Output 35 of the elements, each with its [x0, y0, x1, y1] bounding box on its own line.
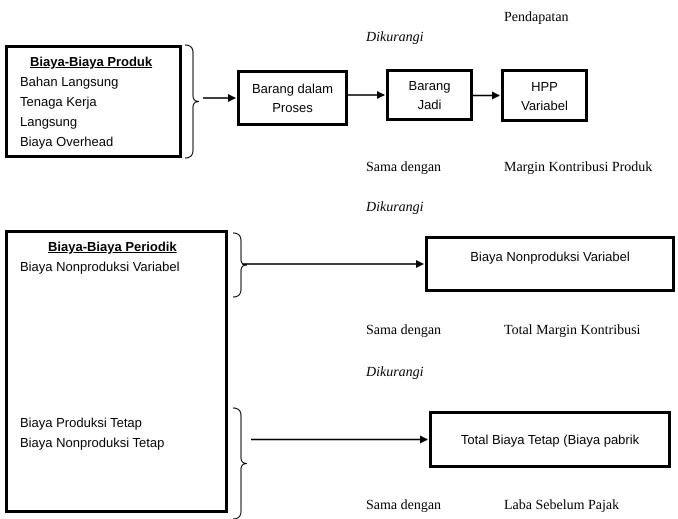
process-box [386, 69, 473, 121]
cost-item: Biaya Nonproduksi Variabel [20, 258, 180, 276]
arrow [203, 94, 236, 102]
process-box [5, 230, 228, 513]
process-box [237, 70, 348, 126]
process-box [429, 411, 671, 468]
statement-label: Pendapatan [504, 9, 569, 27]
cost-item: Bahan Langsung [20, 73, 120, 91]
box-heading: Biaya-Biaya Periodik [48, 238, 177, 256]
process-box [5, 45, 182, 158]
arrow [242, 260, 424, 268]
box-text: Total Biaya Tetap (Biaya pabrik [460, 431, 640, 449]
statement-label: Dikurangi [366, 364, 424, 382]
box-text: Biaya Nonproduksi Variabel [469, 248, 631, 266]
statement-label: Laba Sebelum Pajak [504, 497, 620, 515]
arrow [348, 91, 385, 99]
cost-item: Biaya Overhead [20, 133, 114, 151]
process-box [501, 69, 588, 122]
cost-item: Biaya Nonproduksi Tetap [20, 434, 164, 452]
arrow [251, 436, 428, 444]
arrow [473, 92, 500, 100]
box-text: Barang dalam Proses [251, 80, 334, 117]
process-box [425, 236, 675, 292]
statement-label: Sama dengan [366, 322, 442, 340]
statement-label: Dikurangi [366, 199, 424, 217]
statement-label: Sama dengan [366, 497, 442, 515]
statement-label: Margin Kontribusi Produk [504, 159, 652, 177]
box-text: HPP Variabel [520, 78, 569, 114]
cost-item: Biaya Produksi Tetap [20, 414, 142, 432]
statement-label: Dikurangi [366, 29, 424, 47]
statement-label: Total Margin Kontribusi [504, 322, 640, 340]
box-heading: Biaya-Biaya Produk [30, 53, 152, 71]
cost-item: Tenaga Kerja Langsung [20, 93, 98, 131]
box-text: Barang Jadi [408, 77, 452, 114]
statement-label: Sama dengan [366, 159, 442, 177]
